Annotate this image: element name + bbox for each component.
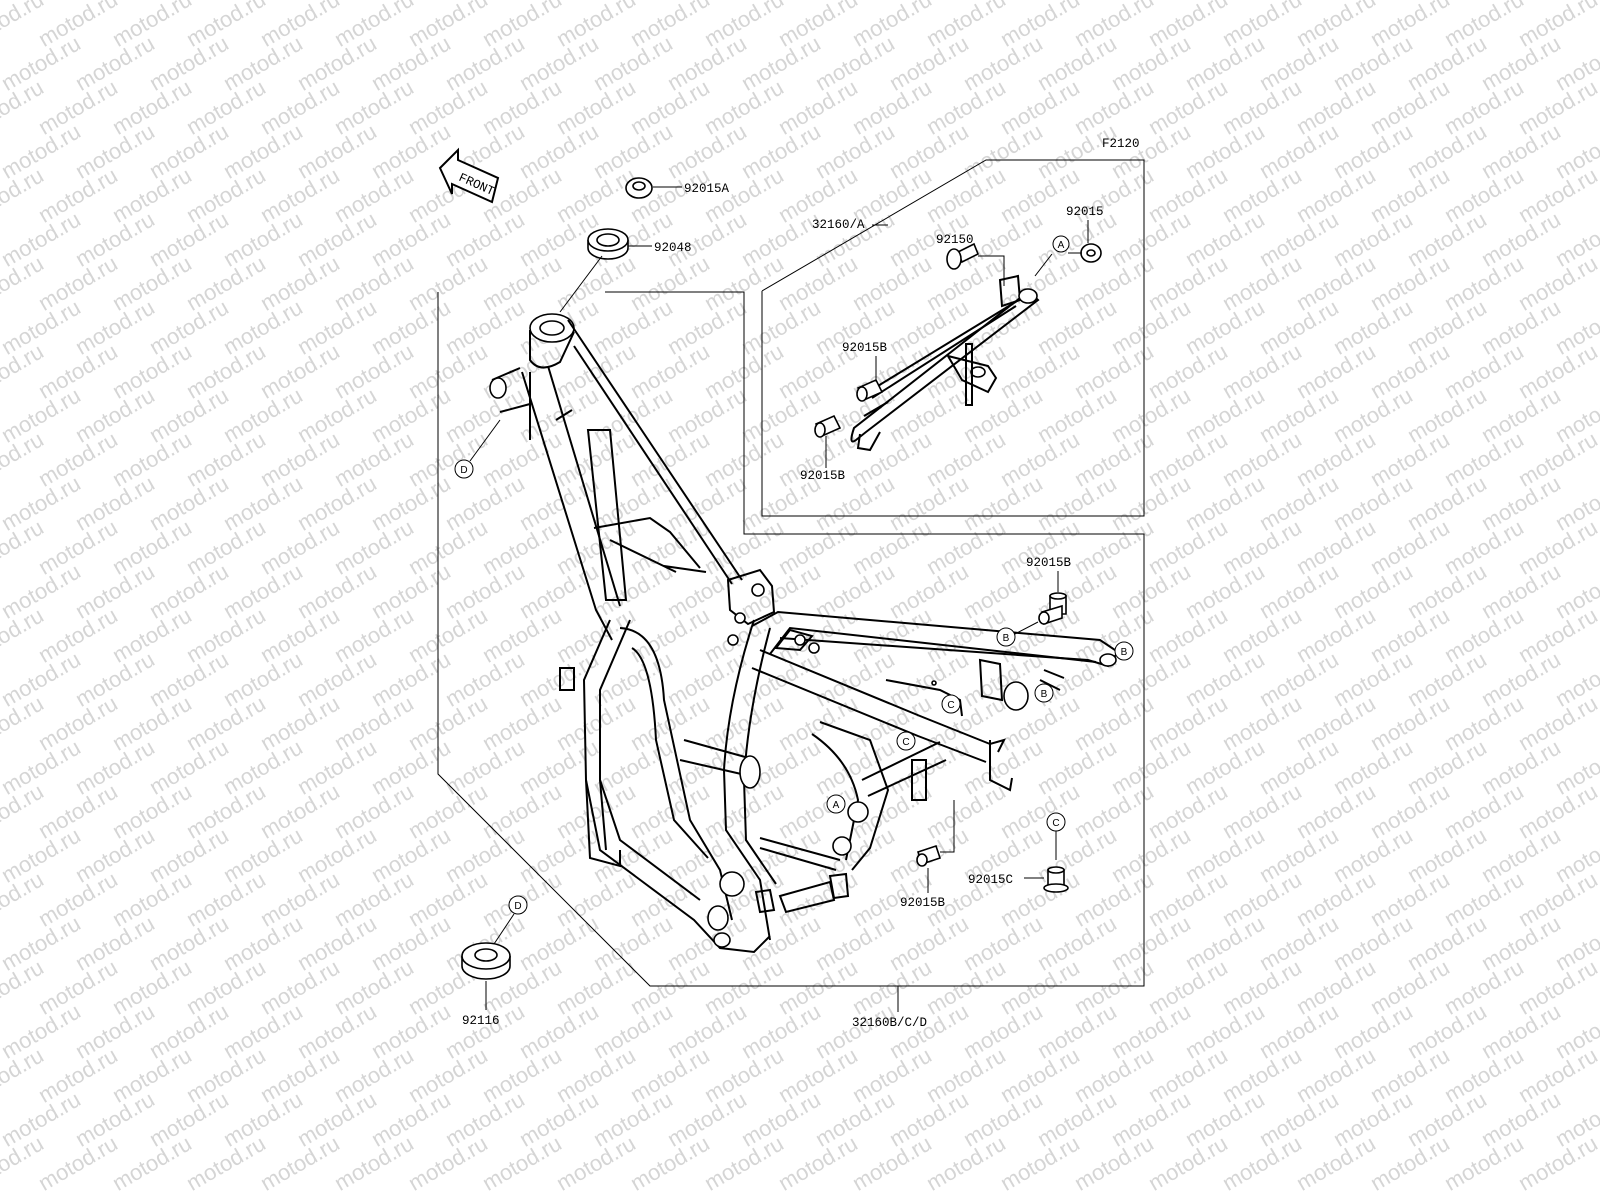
- svg-text:C: C: [947, 700, 954, 711]
- spacer-92015b-icon: [814, 414, 842, 438]
- svg-text:C: C: [1052, 818, 1059, 829]
- svg-text:D: D: [460, 465, 467, 476]
- svg-text:B: B: [1121, 647, 1128, 658]
- stand-icon: [850, 274, 1040, 452]
- part-number: 92015B: [842, 341, 888, 355]
- part-number: 32160B/C/D: [852, 1016, 927, 1030]
- callout-c-upper: [941, 694, 961, 714]
- frame-box-outline: [437, 291, 1145, 987]
- svg-text:B: B: [1003, 633, 1010, 644]
- callout-c-lower: [896, 731, 916, 751]
- callout-b-top: [996, 627, 1016, 647]
- callout-b-right: [1114, 641, 1134, 661]
- part-number: 92116: [462, 1014, 500, 1028]
- callout-a-frame: [826, 794, 846, 814]
- part-number: 92015: [1066, 205, 1104, 219]
- collar-92015c-icon: [1043, 866, 1069, 893]
- svg-text:B: B: [1041, 689, 1048, 700]
- svg-text:D: D: [514, 901, 521, 912]
- nut-92015-icon: [1080, 243, 1102, 263]
- part-number: 92015C: [968, 873, 1013, 887]
- spacer-92015b-icon: [856, 378, 884, 402]
- part-number: 92015B: [800, 469, 846, 483]
- front-arrow-icon: FRONT: [438, 147, 500, 204]
- callout-b-middle: [1034, 683, 1054, 703]
- diagram-code: F2120: [1102, 137, 1140, 151]
- nut-92015a-icon: [625, 177, 653, 199]
- part-number: 92048: [654, 241, 692, 255]
- callout-d-head: [454, 459, 474, 479]
- grommet-92116-icon: [461, 942, 511, 980]
- bushing-92048-icon: [587, 228, 629, 260]
- part-number: 92015A: [684, 182, 730, 196]
- bolt-92150-icon: [946, 242, 980, 270]
- frame-icon: [489, 313, 1120, 954]
- part-number: 92150: [936, 233, 974, 247]
- callout-d-grommet: [508, 895, 528, 915]
- svg-text:A: A: [1058, 240, 1065, 251]
- bushing-92015b-icon: [1038, 592, 1067, 626]
- svg-text:A: A: [833, 800, 840, 811]
- callout-a-stand: [1052, 235, 1070, 253]
- svg-text:C: C: [902, 737, 909, 748]
- part-number: 92015B: [1026, 556, 1072, 570]
- stand-box-outline: [761, 159, 1145, 517]
- spacer-92015b-icon: [916, 844, 942, 867]
- part-number: 92015B: [900, 896, 946, 910]
- part-number: 32160/A: [812, 218, 865, 232]
